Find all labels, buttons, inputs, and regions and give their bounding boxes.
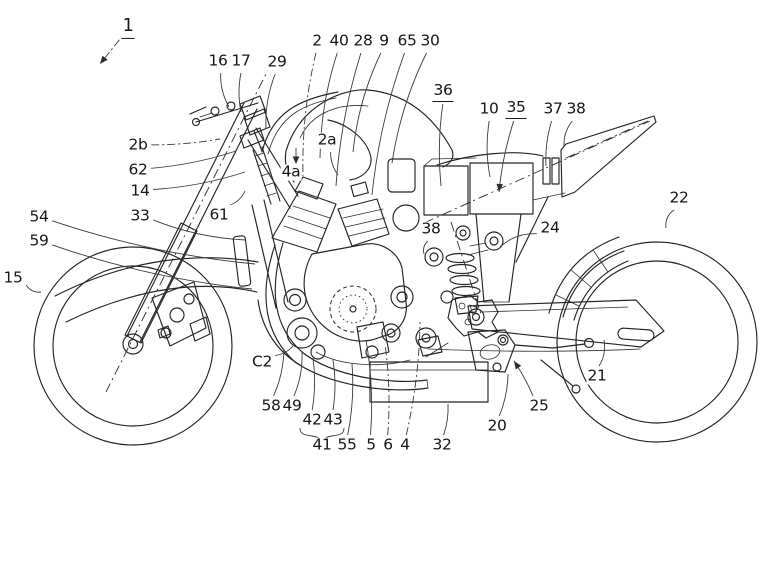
leader-line-32-38 <box>443 403 449 436</box>
leader-lines <box>25 39 675 436</box>
ref-label-38-26: 38 <box>420 219 442 238</box>
ref-label-35-12: 35 <box>505 99 527 119</box>
leader-line-62-17 <box>151 150 237 169</box>
ref-label-10-11: 10 <box>478 99 500 118</box>
ref-label-14-18: 14 <box>129 181 151 200</box>
leader-line-22-15 <box>665 209 675 229</box>
ref-label-62-17: 62 <box>127 160 149 179</box>
leader-line-36-10 <box>438 103 444 187</box>
leader-line-20-39 <box>498 373 509 417</box>
leader-line-9-7 <box>352 52 382 153</box>
ref-label-65-8: 65 <box>396 31 418 50</box>
leader-line-2a-24 <box>330 151 339 176</box>
ref-label-16-1: 16 <box>207 51 229 70</box>
leader-arrowhead-35 <box>496 183 503 192</box>
front-wheel <box>33 246 233 446</box>
leader-line-55-34 <box>347 363 354 436</box>
handlebar <box>189 95 271 152</box>
leader-line-2b-16 <box>151 138 221 146</box>
leader-line-21-41 <box>598 339 606 367</box>
leader-line-16-1 <box>220 72 230 108</box>
ref-label-20-39: 20 <box>486 416 508 435</box>
ref-label-2a-24: 2a <box>316 130 338 149</box>
ref-label-25-40: 25 <box>528 396 550 415</box>
leader-line-5-35 <box>365 339 373 436</box>
leader-line-61-23 <box>230 190 246 206</box>
leader-line-38-26 <box>423 240 429 255</box>
ref-label-5-35: 5 <box>365 435 377 454</box>
leader-line-28-6 <box>335 52 362 187</box>
tail-cowl <box>515 115 657 263</box>
leader-line-49-30 <box>293 351 303 397</box>
ref-label-38-14: 38 <box>565 99 587 118</box>
rear-fender <box>548 236 629 321</box>
ref-label-28-6: 28 <box>352 31 374 50</box>
ref-label-6-36: 6 <box>382 435 394 454</box>
leader-line-58-29 <box>273 348 285 397</box>
ref-label-33-20: 33 <box>129 206 151 225</box>
ref-label-24-27: 24 <box>539 218 561 237</box>
ref-label-2-4: 2 <box>311 31 323 50</box>
ref-label-1-0: 1 <box>121 17 135 39</box>
engine <box>271 176 449 366</box>
ref-label-43-32: 43 <box>322 410 344 429</box>
leader-line-4-37 <box>405 321 421 436</box>
leader-line-54-19 <box>52 220 256 265</box>
ref-label-54-19: 54 <box>28 207 50 226</box>
leader-line-37-13 <box>545 120 553 167</box>
lower-cowl <box>369 361 489 403</box>
ref-label-9-7: 9 <box>378 31 390 50</box>
ref-label-15-22: 15 <box>2 268 24 287</box>
leader-line-29-3 <box>265 73 276 130</box>
leader-line-43-32 <box>332 359 336 411</box>
ref-label-2b-16: 2b <box>127 135 149 154</box>
leader-line-38-14 <box>563 120 573 147</box>
linkage-brackets <box>440 290 595 394</box>
ref-label-36-10: 36 <box>432 82 454 102</box>
ref-label-42-31: 42 <box>301 410 323 429</box>
ref-label-17-2: 17 <box>230 51 252 70</box>
ref-label-32-38: 32 <box>431 435 453 454</box>
seat-boxes <box>387 152 560 303</box>
leader-line-65-8 <box>371 52 405 196</box>
ref-label-22-15: 22 <box>668 188 690 207</box>
ref-label-59-21: 59 <box>28 231 50 250</box>
ref-label-41-33: 41 <box>311 435 333 454</box>
leader-line-33-20 <box>153 219 247 241</box>
leader-line-c2-28 <box>275 344 295 357</box>
ref-label-4a-25: 4a <box>280 162 302 181</box>
ref-label-21-41: 21 <box>586 366 608 385</box>
ref-label-40-5: 40 <box>328 31 350 50</box>
ref-label-c2-28: C2 <box>250 352 274 371</box>
rear-wheel <box>556 241 758 443</box>
leader-line-42-31 <box>311 357 316 411</box>
ref-label-4-37: 4 <box>399 435 411 454</box>
leader-line-10-11 <box>486 120 491 178</box>
ref-label-55-34: 55 <box>336 435 358 454</box>
leader-line-30-9 <box>391 52 427 164</box>
rear-shock <box>445 225 504 315</box>
direction-arrow-4a <box>292 148 300 164</box>
ref-label-58-29: 58 <box>260 396 282 415</box>
leader-line-59-21 <box>52 244 253 290</box>
leader-arrowhead-1 <box>100 55 108 64</box>
leader-line-15-22 <box>25 284 42 293</box>
leader-line-17-2 <box>238 72 242 113</box>
leader-arrowhead-25 <box>514 361 522 370</box>
ref-label-61-23: 61 <box>208 205 230 224</box>
front-fork <box>54 102 281 344</box>
leader-line-6-36 <box>384 343 390 436</box>
leader-line-14-18 <box>153 171 246 190</box>
ref-label-37-13: 37 <box>542 99 564 118</box>
ref-label-49-30: 49 <box>281 396 303 415</box>
ref-label-29-3: 29 <box>266 52 288 71</box>
leader-line-24-27 <box>499 233 537 248</box>
ref-label-30-9: 30 <box>419 31 441 50</box>
